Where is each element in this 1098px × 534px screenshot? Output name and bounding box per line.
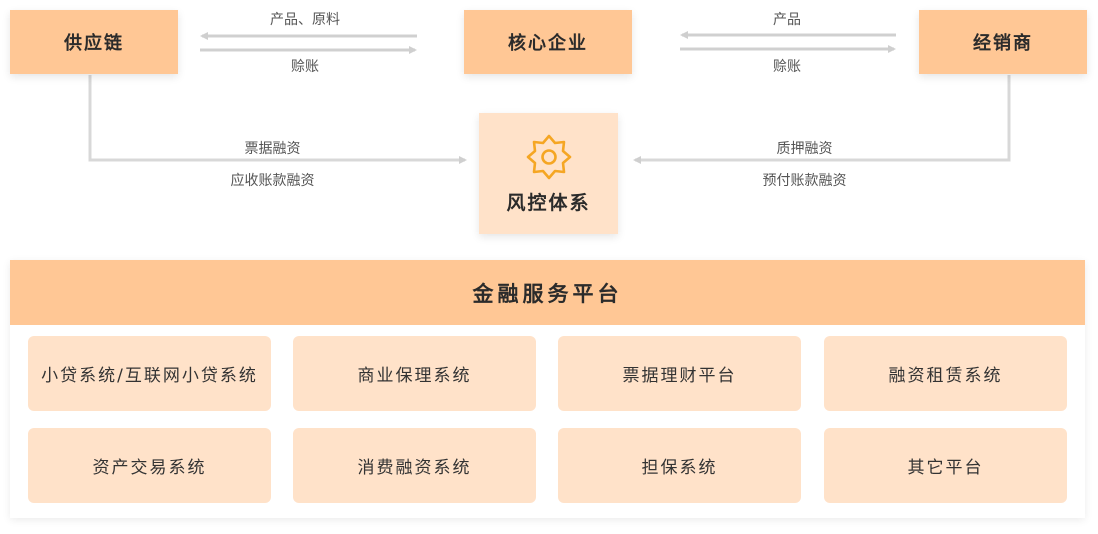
flow-label-pledge-financing: 质押融资 <box>776 141 833 157</box>
platform-title: 金融服务平台 <box>10 260 1085 325</box>
financial-service-platform: 金融服务平台 小贷系统/互联网小贷系统 商业保理系统 票据理财平台 融资租赁系统… <box>10 260 1085 518</box>
dealer-node: 经销商 <box>919 10 1087 74</box>
flow-label-bill-financing: 票据融资 <box>244 141 301 157</box>
platform-item: 商业保理系统 <box>293 336 536 411</box>
arrow-dealer-to-risk <box>633 75 1011 164</box>
flow-label-credit-right: 赊账 <box>773 59 801 75</box>
arrow-supply-to-risk <box>88 75 467 164</box>
platform-item: 票据理财平台 <box>558 336 801 411</box>
risk-control-label: 风控体系 <box>506 192 591 214</box>
platform-item: 融资租赁系统 <box>824 336 1067 411</box>
core-enterprise-node: 核心企业 <box>464 10 632 74</box>
platform-item: 小贷系统/互联网小贷系统 <box>28 336 271 411</box>
supply-chain-label: 供应链 <box>64 33 124 54</box>
settings-gear-icon <box>526 134 571 180</box>
flow-label-prepayment-financing: 预付账款融资 <box>762 173 847 189</box>
flow-label-products-materials: 产品、原料 <box>270 12 340 28</box>
platform-item: 消费融资系统 <box>293 428 536 503</box>
flow-label-products: 产品 <box>773 12 801 28</box>
core-enterprise-label: 核心企业 <box>508 33 588 54</box>
flow-label-credit-left: 赊账 <box>291 59 319 75</box>
platform-item: 资产交易系统 <box>28 428 271 503</box>
risk-control-node: 风控体系 <box>479 113 618 234</box>
platform-item: 其它平台 <box>824 428 1067 503</box>
dealer-label: 经销商 <box>973 33 1033 54</box>
flow-label-receivables-financing: 应收账款融资 <box>230 173 315 189</box>
platform-item: 担保系统 <box>558 428 801 503</box>
supply-chain-node: 供应链 <box>10 10 178 74</box>
